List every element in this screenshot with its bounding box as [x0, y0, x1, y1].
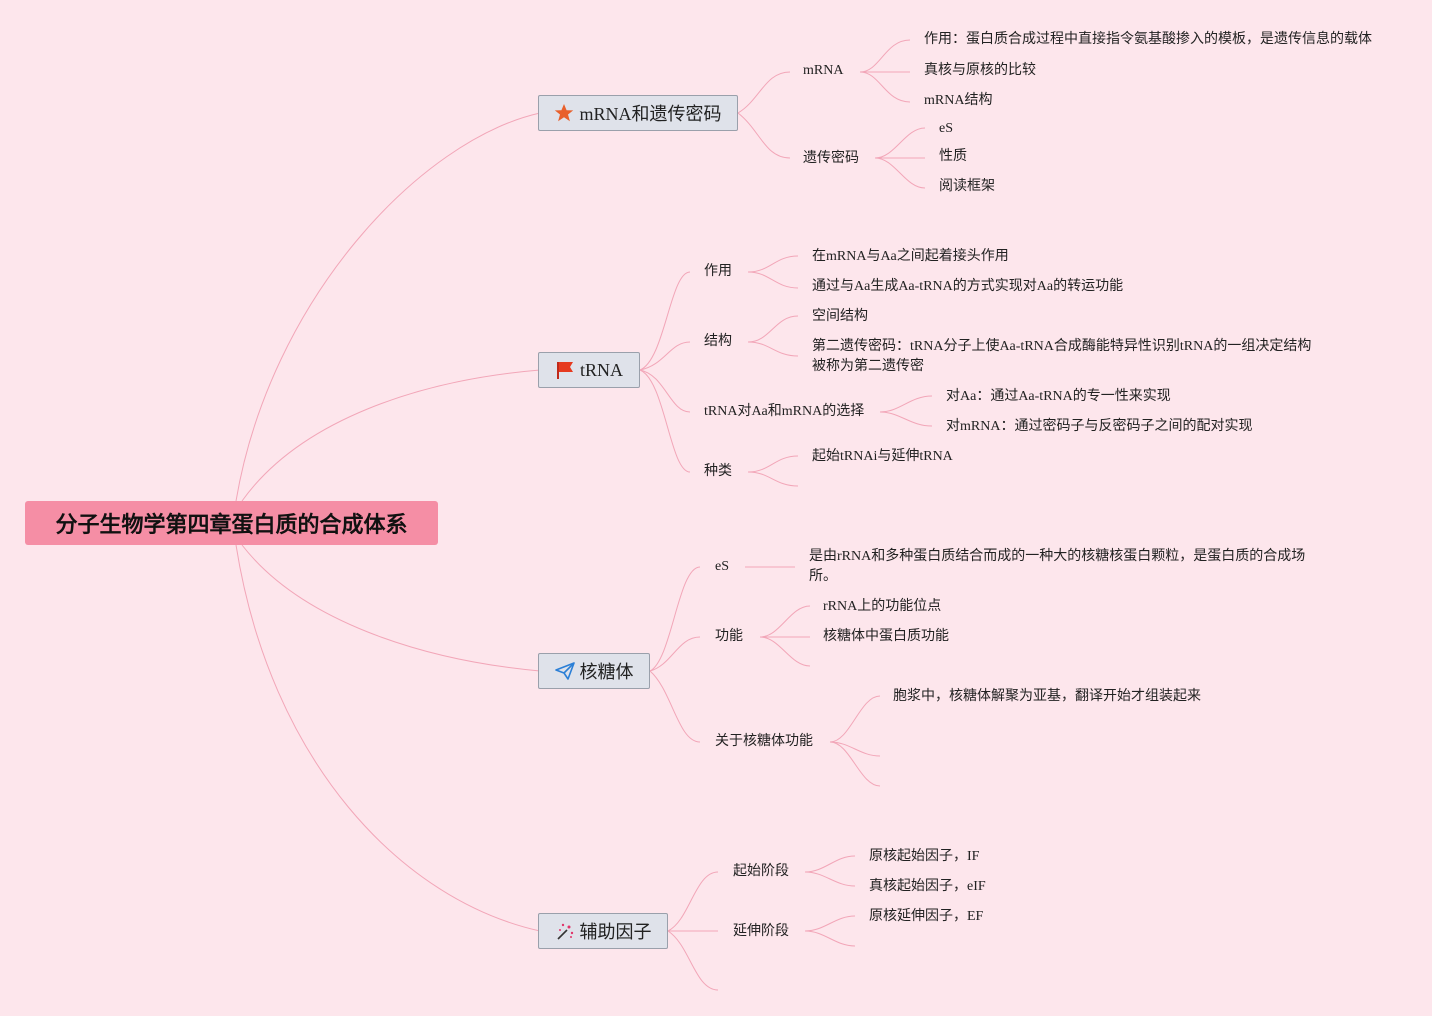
leaf-trna-adapter[interactable]: 在mRNA与Aa之间起着接头作用	[812, 249, 1009, 264]
subtopic-trna-types[interactable]: 种类	[704, 464, 732, 479]
leaf-ribosome-assembly[interactable]: 胞浆中，核糖体解聚为亚基，翻译开始才组装起来	[893, 689, 1201, 704]
root-topic[interactable]: 分子生物学第四章蛋白质的合成体系	[25, 501, 438, 545]
leaf-trna-select-mrna[interactable]: 对mRNA：通过密码子与反密码子之间的配对实现	[946, 419, 1253, 434]
subtopic-trna-structure[interactable]: 结构	[704, 334, 732, 349]
leaf-mrna-compare[interactable]: 真核与原核的比较	[924, 63, 1036, 78]
leaf-trna-initiator[interactable]: 起始tRNAi与延伸tRNA	[812, 449, 953, 464]
subtopic-trna-selection[interactable]: tRNA对Aa和mRNA的选择	[704, 404, 865, 419]
topic-label: tRNA	[579, 359, 623, 380]
subtopic-ribosome-es[interactable]: eS	[715, 559, 729, 574]
leaf-code-es[interactable]: eS	[939, 121, 953, 136]
leaf-prokaryote-ef[interactable]: 原核延伸因子，EF	[869, 909, 984, 924]
topic-ribosome[interactable]: 核糖体	[538, 653, 650, 689]
leaf-ribosome-protein-function[interactable]: 核糖体中蛋白质功能	[823, 629, 949, 644]
flag-icon	[555, 360, 575, 380]
subtopic-about-ribosome[interactable]: 关于核糖体功能	[715, 734, 813, 749]
wand-icon	[555, 921, 575, 941]
leaf-code-property[interactable]: 性质	[939, 149, 967, 164]
leaf-ribosome-definition[interactable]: 是由rRNA和多种蛋白质结合而成的一种大的核糖核蛋白颗粒，是蛋白质的合成场所。	[809, 549, 1306, 584]
subtopic-mrna[interactable]: mRNA	[803, 63, 844, 78]
star-icon	[554, 103, 574, 123]
leaf-trna-select-aa[interactable]: 对Aa：通过Aa-tRNA的专一性来实现	[946, 389, 1171, 404]
topic-mrna-genetic-code[interactable]: mRNA和遗传密码	[538, 95, 738, 131]
leaf-code-reading-frame[interactable]: 阅读框架	[939, 179, 995, 194]
leaf-prokaryote-if[interactable]: 原核起始因子，IF	[869, 849, 980, 864]
leaf-trna-spatial[interactable]: 空间结构	[812, 309, 868, 324]
paper-plane-icon	[554, 661, 575, 681]
topic-auxiliary-factors[interactable]: 辅助因子	[538, 913, 668, 949]
leaf-mrna-role[interactable]: 作用：蛋白质合成过程中直接指令氨基酸掺入的模板，是遗传信息的载体	[924, 32, 1372, 47]
topic-label: 核糖体	[579, 662, 634, 682]
subtopic-genetic-code[interactable]: 遗传密码	[803, 151, 859, 166]
topic-label: mRNA和遗传密码	[579, 104, 722, 124]
topic-label: 辅助因子	[579, 922, 652, 942]
leaf-eukaryote-eif[interactable]: 真核起始因子，eIF	[869, 879, 986, 894]
subtopic-elongation[interactable]: 延伸阶段	[733, 924, 789, 939]
leaf-trna-transport[interactable]: 通过与Aa生成Aa-tRNA的方式实现对Aa的转运功能	[812, 279, 1124, 294]
subtopic-initiation[interactable]: 起始阶段	[733, 864, 789, 879]
leaf-mrna-structure[interactable]: mRNA结构	[924, 93, 993, 108]
topic-trna[interactable]: tRNA	[538, 352, 640, 388]
leaf-rrna-sites[interactable]: rRNA上的功能位点	[823, 599, 942, 614]
leaf-trna-second-code[interactable]: 第二遗传密码：tRNA分子上使Aa-tRNA合成酶能特异性识别tRNA的一组决定…	[812, 339, 1312, 374]
subtopic-ribosome-function[interactable]: 功能	[715, 629, 743, 644]
subtopic-trna-role[interactable]: 作用	[704, 264, 732, 279]
